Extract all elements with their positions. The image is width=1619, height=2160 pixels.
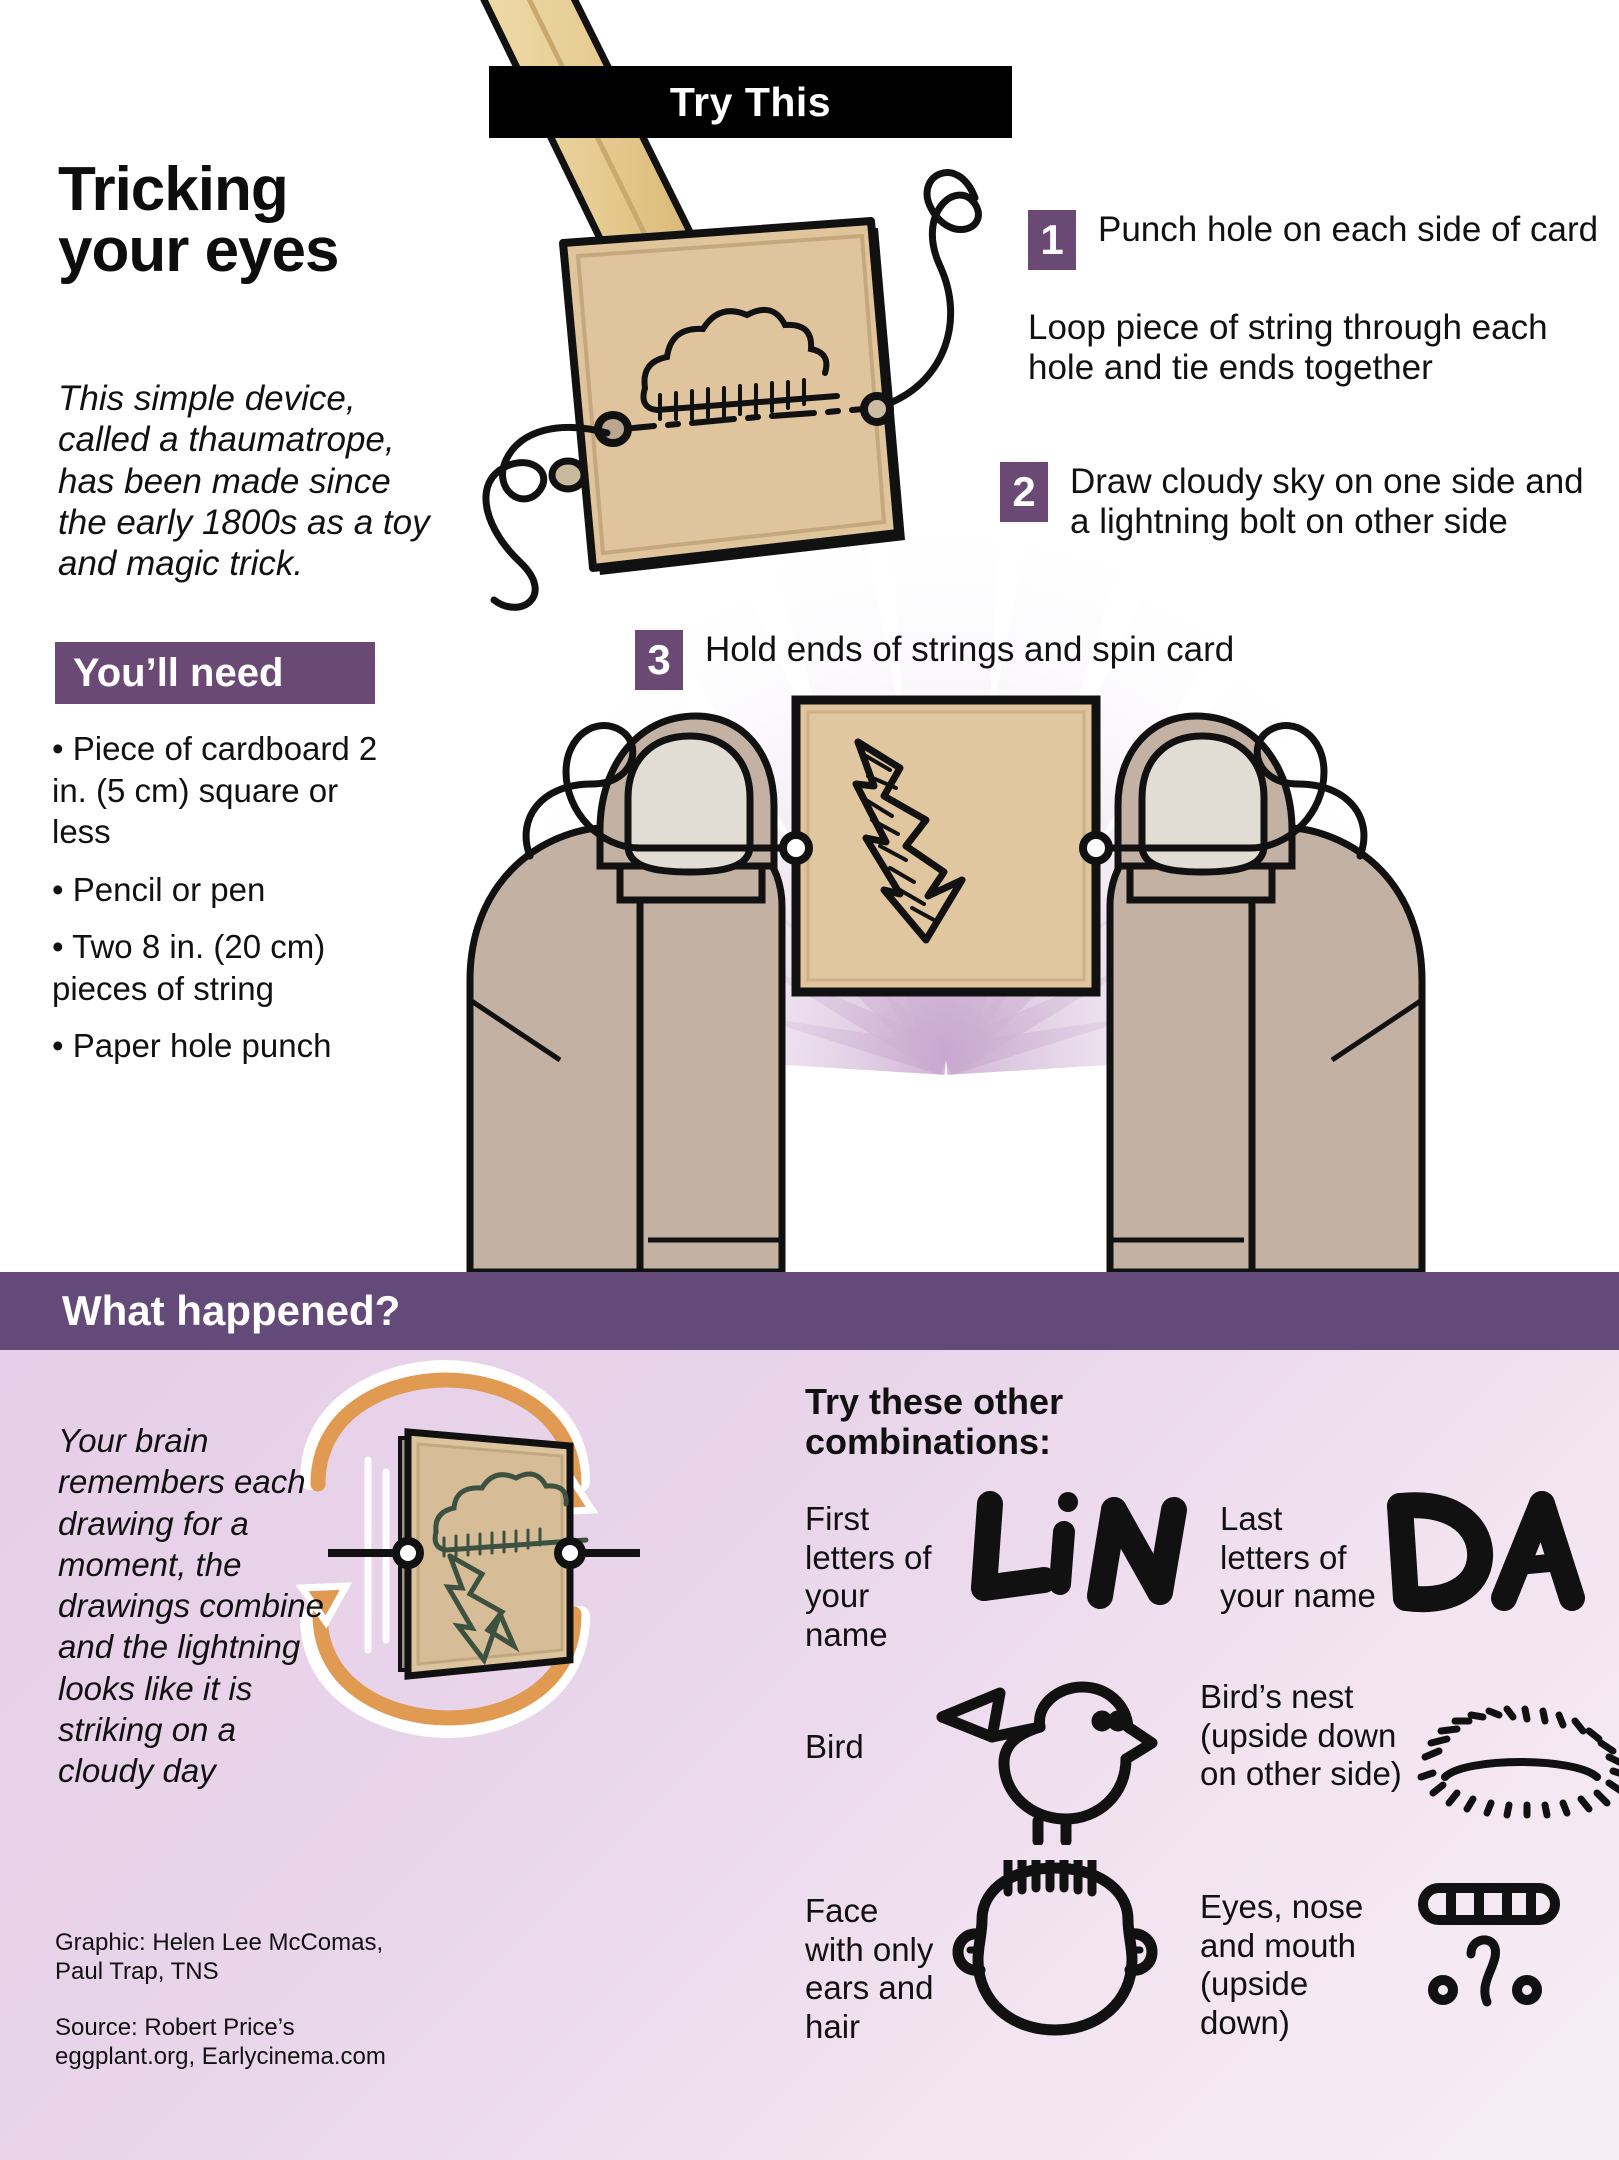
try-this-banner: Try This (489, 66, 1012, 138)
combo-label-left: First letters of your name (805, 1500, 932, 1653)
face-icon (940, 1860, 1170, 2040)
combo-label-right: Bird’s nest (upside down on other side) (1200, 1678, 1402, 1793)
what-happened-label: What happened? (62, 1287, 401, 1334)
step-1-extra: Loop piece of string through each hole a… (1028, 308, 1548, 387)
combination-row: First letters of your name Last letters … (805, 1490, 1605, 1660)
top-section: Try This Tricking your eyes This simple … (0, 0, 1619, 1272)
handwritten-da-icon (1380, 1480, 1590, 1630)
combo-label-left: Bird (805, 1728, 864, 1765)
combo-label-left: Face with only ears and hair (805, 1892, 934, 2045)
try-this-label: Try This (669, 78, 832, 125)
title-line-1: Tricking (58, 155, 289, 224)
cardboard-card-1 (559, 217, 905, 575)
features-icon (1405, 1878, 1605, 2028)
subtitle-text: This simple device, called a thaumatrope… (58, 379, 430, 584)
step-number-badge: 3 (635, 630, 683, 690)
combo-label-right: Eyes, nose and mouth (upside down) (1200, 1888, 1364, 2041)
list-item: Two 8 in. (20 cm) pieces of string (52, 926, 392, 1009)
step-text: Punch hole on each side of card (1098, 210, 1599, 249)
youll-need-label: You’ll need (73, 650, 284, 695)
list-item: Piece of cardboard 2 in. (5 cm) square o… (52, 728, 392, 853)
radiating-rays (491, 500, 1401, 1076)
credit-graphic: Graphic: Helen Lee McComas, Paul Trap, T… (55, 1929, 384, 1986)
handwritten-lin-icon (960, 1480, 1200, 1630)
bird-icon (930, 1675, 1180, 1845)
cardboard-card-2 (779, 695, 1113, 997)
string-loops (482, 169, 982, 611)
combination-row: Bird Bird’s nest (upside down on other s… (805, 1670, 1619, 1850)
list-item: Paper hole punch (52, 1025, 392, 1067)
spin-strings (522, 722, 1368, 860)
combo-label-right: Last letters of your name (1220, 1500, 1376, 1615)
hands-illustration (466, 712, 1426, 1272)
step-number-badge: 2 (1000, 462, 1048, 522)
what-happened-header: What happened? (0, 1272, 1619, 1350)
pencil-icon (480, 0, 704, 319)
list-item: Pencil or pen (52, 869, 392, 911)
step-1: 1 Punch hole on each side of card (1028, 210, 1608, 270)
spinning-card-illustration (295, 1360, 640, 1739)
step-3: 3 Hold ends of strings and spin card (635, 630, 1495, 690)
page-title: Tricking your eyes (58, 155, 478, 285)
youll-need-list: Piece of cardboard 2 in. (5 cm) square o… (52, 728, 392, 1083)
what-happened-body: Your brain remembers each drawing for a … (58, 1422, 324, 1789)
nest-icon (1405, 1695, 1619, 1825)
title-line-2: your eyes (58, 215, 340, 285)
step-2: 2 Draw cloudy sky on one side and a ligh… (1000, 462, 1610, 542)
step-number-badge: 1 (1028, 210, 1076, 270)
credit-source: Source: Robert Price’s eggplant.org, Ear… (55, 2013, 386, 2070)
combination-row: Face with only ears and hair (805, 1860, 1605, 2050)
credits-block: Graphic: Helen Lee McComas, Paul Trap, T… (55, 1928, 475, 2097)
combinations-heading: Try these other combinations: (805, 1381, 1064, 1463)
step-text: Hold ends of strings and spin card (705, 630, 1235, 669)
step-text: Draw cloudy sky on one side and a lightn… (1070, 462, 1584, 541)
what-happened-section: Your brain remembers each drawing for a … (0, 1350, 1619, 2160)
youll-need-header: You’ll need (55, 642, 375, 704)
